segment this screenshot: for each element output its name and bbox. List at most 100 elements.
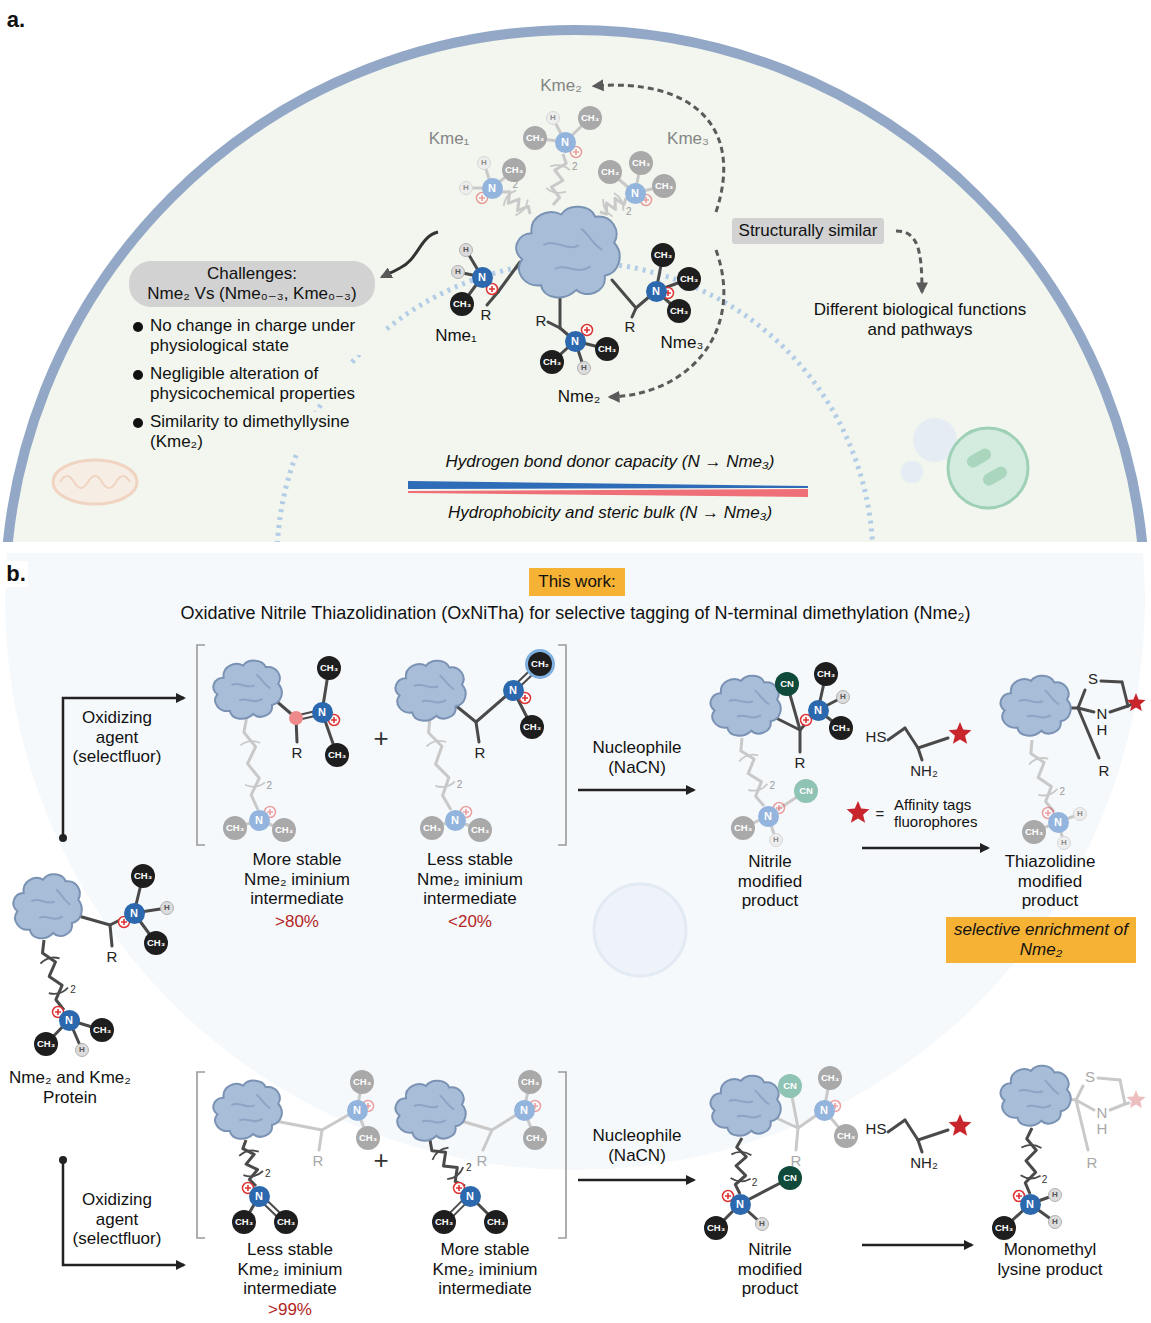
bond <box>1101 681 1122 682</box>
atom-label: CN <box>794 779 818 803</box>
atom-symbol: N <box>1097 1105 1108 1120</box>
bond <box>905 728 918 748</box>
repeat-count: 2 <box>572 162 578 172</box>
atom-label: N <box>482 178 503 199</box>
atom-label: N <box>625 183 646 204</box>
carbon-chain <box>429 716 451 810</box>
atom-symbol: S <box>1088 671 1098 686</box>
atom-label: CH₃ <box>578 106 602 130</box>
bond <box>888 728 905 740</box>
carbon-chain <box>1025 1128 1036 1194</box>
atom-symbol: S <box>1085 1069 1095 1084</box>
bond <box>1110 1104 1125 1110</box>
atom-label: CH₃ <box>518 1070 542 1094</box>
repeat-bracket <box>40 957 59 963</box>
box-body: Nme₂ Vs (Nme₀₋₃, Kme₀₋₃) <box>147 284 356 304</box>
atom-label: CH₃ <box>523 1126 547 1150</box>
atom-label: H <box>577 361 591 375</box>
decor-shape <box>408 489 808 497</box>
bond <box>796 1128 798 1150</box>
protein-blob <box>396 661 466 721</box>
bond <box>476 722 479 742</box>
atom-symbol: R <box>1099 763 1110 778</box>
species-label: Kme₁ <box>429 129 470 149</box>
trend-label: Hydrophobicity and steric bulk (N → Nme₃… <box>448 503 772 523</box>
atom-label: H <box>459 181 473 195</box>
caption: Less stable Kme₂ iminium intermediate <box>228 1240 352 1299</box>
repeat-bracket <box>603 199 612 217</box>
caption: Nitrile modified product <box>720 1240 820 1299</box>
atom-label: N <box>249 810 270 831</box>
atom-label: CH₃ <box>520 715 544 739</box>
challenge-box: Challenges:Nme₂ Vs (Nme₀₋₃, Kme₀₋₃) <box>129 261 374 308</box>
atom-label: CN <box>778 1166 802 1190</box>
protein-blob <box>1001 676 1071 736</box>
atom-label: N <box>808 700 829 721</box>
atom-symbol: NH₂ <box>910 1155 938 1170</box>
mitochondrion <box>53 460 137 504</box>
atom-symbol: R <box>481 307 492 322</box>
legend-text: Affinity tags fluorophores <box>894 796 1006 831</box>
decor-shape <box>558 645 566 845</box>
bond <box>888 1120 905 1132</box>
repeat-bracket <box>546 188 566 193</box>
atom-label: N <box>555 132 576 153</box>
brackets <box>197 645 566 1238</box>
bond <box>1076 1100 1088 1150</box>
bond <box>1122 682 1128 706</box>
caption: Thiazolidine modified product <box>994 852 1106 911</box>
atom-symbol: R <box>292 745 303 760</box>
decor-shape <box>981 464 1010 487</box>
decor-shape <box>610 250 724 397</box>
protein-texture <box>414 1095 454 1122</box>
atom-label: CH₃ <box>317 656 341 680</box>
repeat-bracket <box>245 783 265 787</box>
repeat-bracket <box>1021 1145 1041 1148</box>
bond <box>319 1130 322 1150</box>
caption: Different biological functions and pathw… <box>813 300 1028 339</box>
atom-label: CH₃ <box>484 1210 508 1234</box>
decor-shape <box>901 461 923 483</box>
protein-blob <box>711 676 781 736</box>
atom-symbol: R <box>477 1153 488 1168</box>
bond <box>110 925 112 946</box>
atom-symbol: R <box>536 313 547 328</box>
bond <box>918 1140 922 1152</box>
repeat-bracket <box>1038 789 1057 796</box>
protein-blob <box>1001 1066 1071 1126</box>
caption: Nucleophile (NaCN) <box>582 1126 692 1165</box>
decor-shape <box>63 698 184 838</box>
species-label: Kme₃ <box>667 129 709 149</box>
carbon-chain <box>243 1140 258 1186</box>
atom-label: H <box>477 156 491 170</box>
decor-shape <box>862 847 988 850</box>
atom-label: N <box>312 702 333 723</box>
protein-blob <box>396 1081 466 1141</box>
atom-label: N <box>472 267 493 288</box>
bond <box>632 308 636 317</box>
charge-symbol <box>522 695 528 701</box>
repeat-count: 2 <box>70 985 76 995</box>
percent-value: >80% <box>275 912 319 932</box>
plus-sign: + <box>373 1147 388 1173</box>
atom-label: CH₃ <box>829 716 853 740</box>
carbon-chain <box>43 940 65 1010</box>
repeat-bracket <box>748 784 767 791</box>
repeat-bracket <box>550 165 570 170</box>
decor-shape <box>5 30 1145 542</box>
atom-label: H <box>1048 1188 1062 1202</box>
atom-label: CH₃ <box>595 337 619 361</box>
decor-shape <box>63 1160 184 1265</box>
atom-label: N <box>565 331 586 352</box>
atom-label: N <box>814 1100 835 1121</box>
bond <box>1078 690 1085 708</box>
atom-label: N <box>1020 1194 1041 1215</box>
atom-label: CH₃ <box>992 1216 1016 1240</box>
repeat-count: 2 <box>1042 1175 1048 1185</box>
tag-star <box>1127 1090 1146 1108</box>
decor-shape <box>578 789 694 792</box>
atom-symbol: R <box>475 745 486 760</box>
caption: More stable Nme₂ iminium intermediate <box>235 850 359 909</box>
decor-shape <box>948 428 1028 508</box>
protein-texture <box>414 675 454 702</box>
